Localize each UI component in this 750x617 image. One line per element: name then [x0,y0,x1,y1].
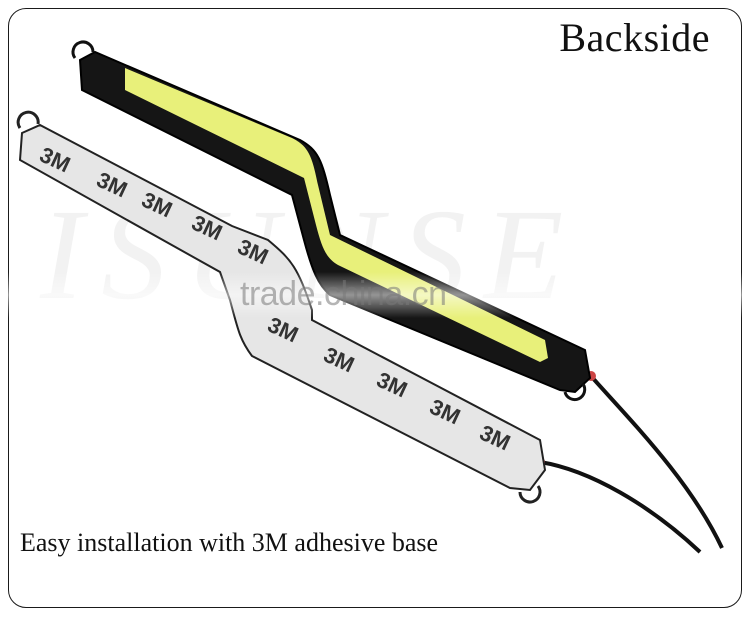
image-title: Backside [559,15,710,60]
mounting-tab-top [71,40,95,59]
mounting-tab-left [16,110,40,129]
front-strip-wire [588,373,724,549]
back-strip-wire [539,460,702,554]
led-cob-panel [125,68,548,362]
mounting-tab-right [518,485,542,504]
watermark-band [0,272,750,318]
image-caption: Easy installation with 3M adhesive base [20,528,439,557]
watermark-text: trade.china.cn [240,275,447,313]
mounting-tab-bottom [563,383,587,402]
